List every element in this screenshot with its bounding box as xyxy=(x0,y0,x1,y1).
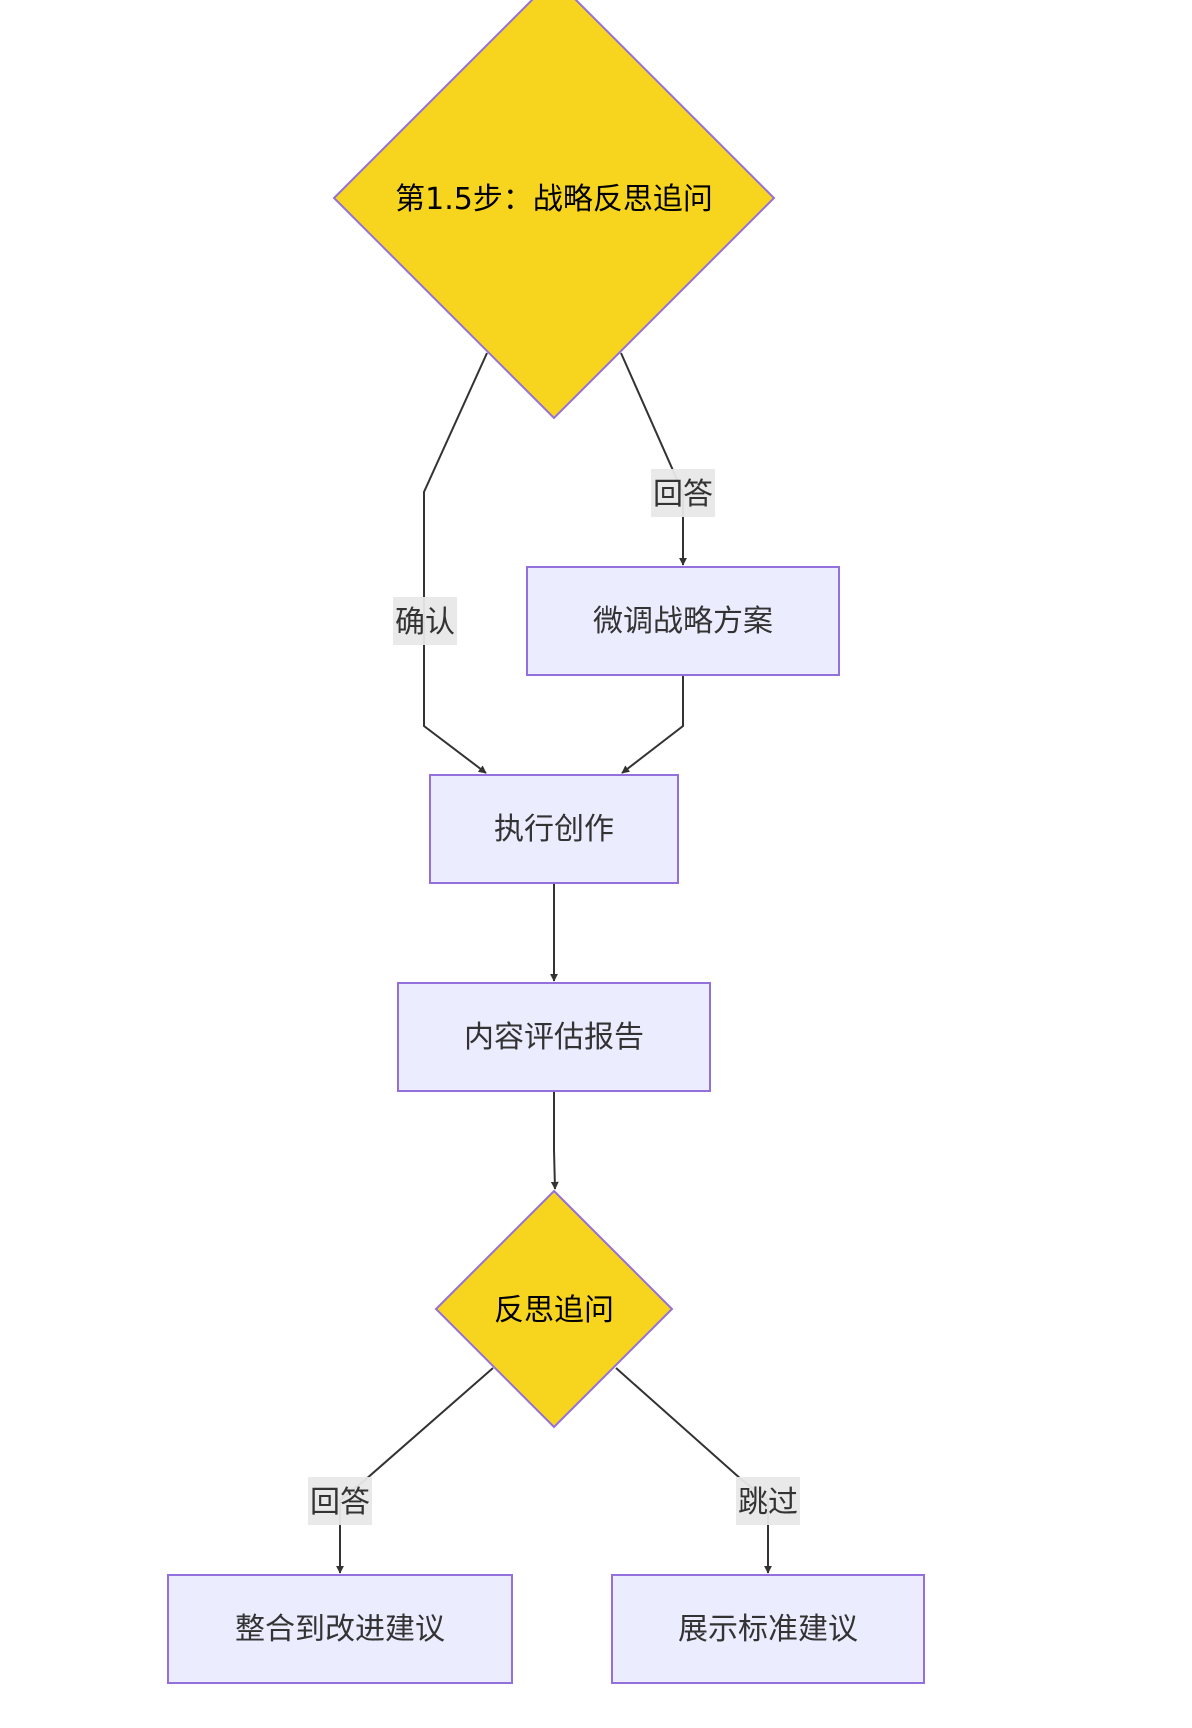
edge-label-answer-top-text: 回答 xyxy=(653,477,713,512)
edge-label-answer-bottom-bg xyxy=(308,1477,372,1525)
decision-step15-label: 第1.5步：战略反思追问 xyxy=(395,182,713,217)
process-standard-label: 展示标准建议 xyxy=(678,1612,858,1647)
process-integrate-shape xyxy=(167,1574,513,1684)
decision-reflect-label: 反思追问 xyxy=(494,1293,614,1328)
edge-adjust-to-execute xyxy=(621,676,684,774)
decision-step15-shape xyxy=(332,0,776,420)
process-integrate-label: 整合到改进建议 xyxy=(235,1612,445,1647)
process-integrate[interactable]: 整合到改进建议 xyxy=(167,1574,513,1684)
edge-reflect-to-integrate xyxy=(336,1367,494,1574)
edge-label-confirm-bg xyxy=(393,597,457,645)
process-report-label: 内容评估报告 xyxy=(464,1020,644,1055)
decision-reflect-shape xyxy=(434,1189,674,1429)
process-standard[interactable]: 展示标准建议 xyxy=(611,1574,925,1684)
edge-label-answer-top: 回答 xyxy=(651,469,715,517)
edge-label-skip: 跳过 xyxy=(736,1477,800,1525)
edge-step15-to-execute xyxy=(423,352,488,774)
process-adjust-label: 微调战略方案 xyxy=(593,604,773,639)
edge-label-confirm-text: 确认 xyxy=(395,605,455,640)
edge-report-to-reflect xyxy=(550,1092,559,1190)
process-execute[interactable]: 执行创作 xyxy=(429,774,679,884)
edge-label-answer-top-bg xyxy=(651,469,715,517)
process-execute-shape xyxy=(429,774,679,884)
edge-step15-to-adjust xyxy=(620,352,687,566)
process-execute-label: 执行创作 xyxy=(494,812,614,847)
edge-label-confirm: 确认 xyxy=(393,597,457,645)
edge-label-answer-bottom: 回答 xyxy=(308,1477,372,1525)
decision-reflect[interactable]: 反思追问 xyxy=(434,1189,674,1429)
edge-label-skip-bg xyxy=(736,1477,800,1525)
process-report-shape xyxy=(397,982,711,1092)
edge-label-answer-bottom-text: 回答 xyxy=(310,1485,370,1520)
edge-reflect-to-standard xyxy=(615,1367,772,1574)
decision-step15[interactable]: 第1.5步：战略反思追问 xyxy=(332,0,776,420)
process-adjust[interactable]: 微调战略方案 xyxy=(526,566,840,676)
process-standard-shape xyxy=(611,1574,925,1684)
process-report[interactable]: 内容评估报告 xyxy=(397,982,711,1092)
edge-label-skip-text: 跳过 xyxy=(738,1485,798,1520)
process-adjust-shape xyxy=(526,566,840,676)
